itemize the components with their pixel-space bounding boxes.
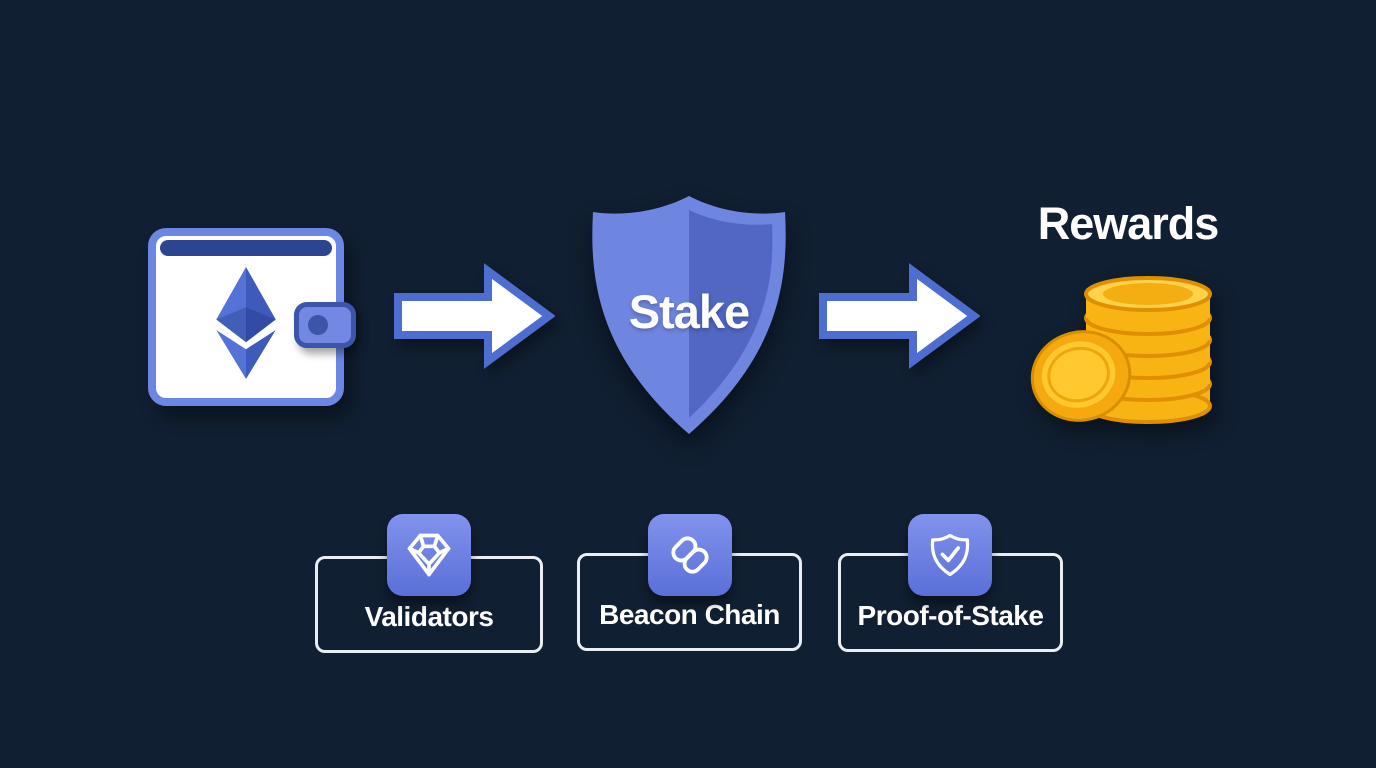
card-beacon-chain-label: Beacon Chain <box>599 599 780 630</box>
rewards-label: Rewards <box>1037 198 1220 249</box>
ethereum-logo-icon <box>216 267 276 380</box>
wallet-clasp <box>294 302 356 348</box>
beacon-chain-badge <box>648 514 732 596</box>
link-icon <box>671 536 709 574</box>
coins-icon <box>1023 256 1223 428</box>
flow-arrow-icon <box>818 261 980 371</box>
card-proof-of-stake-label: Proof-of-Stake <box>857 600 1044 631</box>
stake-label: Stake <box>628 285 750 338</box>
stake-shield-icon: Stake <box>586 192 792 438</box>
wallet-band <box>160 240 332 256</box>
proof-of-stake-badge <box>908 514 992 596</box>
wallet-clasp-dot <box>308 315 328 335</box>
validators-badge <box>387 514 471 596</box>
gem-icon <box>407 533 451 577</box>
card-validators-label: Validators <box>364 601 494 632</box>
flow-arrow-icon <box>393 261 555 371</box>
shield-check-icon <box>930 533 970 577</box>
